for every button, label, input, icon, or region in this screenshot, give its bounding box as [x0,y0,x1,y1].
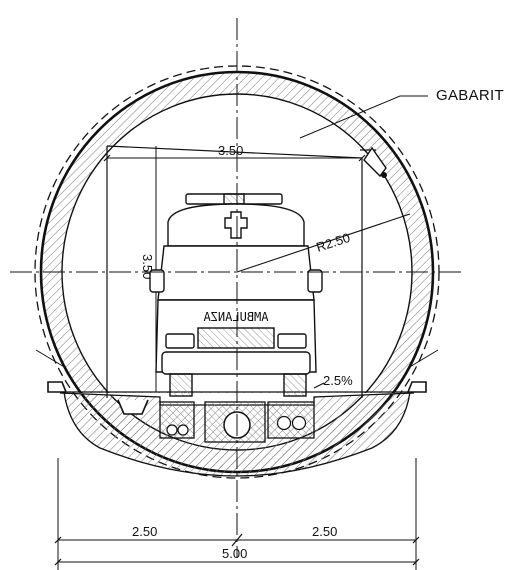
radius-line [236,213,411,273]
ambulance-lettering: AMBULANZA [203,310,269,324]
right-kerb-slope [407,349,439,369]
lighting-fixture-lamp [381,172,387,178]
half-width-mid-tick [231,533,243,547]
left-gutter [117,399,149,415]
left-kerb [47,381,68,393]
gabarit-leader-line [299,95,428,139]
half-width-left-label: 2.50 [132,524,157,539]
left-drain-pipe-b [177,424,189,436]
gabarit-label: GABARIT [436,87,504,104]
total-width-label: 5.00 [222,546,247,561]
right-kerb [406,381,427,393]
ambulance-vehicle [149,193,323,397]
right-duct-pipe-a [276,415,292,431]
right-duct-pipe-b [291,415,307,431]
left-drain-pipe-a [166,424,178,436]
slope-arrow [313,382,325,389]
lighting-fixture-icon [363,146,387,178]
half-width-right-label: 2.50 [312,524,337,539]
left-drain-box [159,401,195,439]
left-kerb-slope [35,349,67,369]
clearance-width-label: 3.50 [218,143,243,158]
right-duct-box [267,401,315,439]
radius-label: R2.50 [314,230,352,255]
slope-label: 2.5% [323,373,353,388]
